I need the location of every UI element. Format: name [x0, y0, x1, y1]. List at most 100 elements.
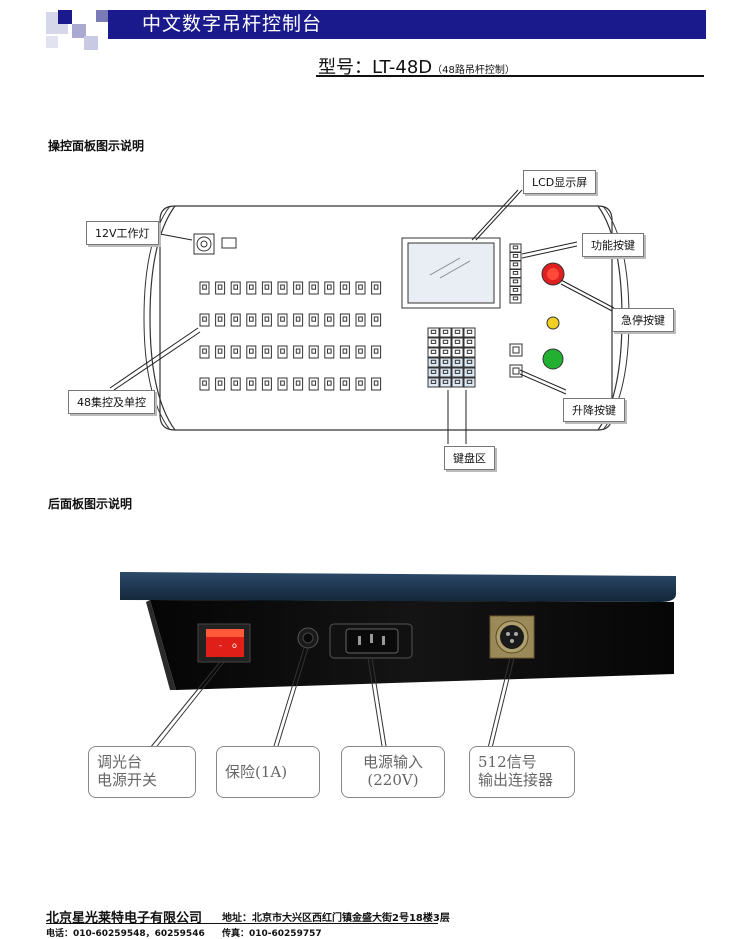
- channel-key: [230, 377, 241, 391]
- function-keys: [509, 243, 522, 304]
- channel-key: [199, 281, 210, 295]
- footer-divider: [46, 923, 438, 924]
- channel-key: [308, 377, 319, 391]
- rear-section-title: 后面板图示说明: [48, 497, 133, 511]
- channel-key: [371, 345, 382, 359]
- channel-key: [277, 313, 288, 327]
- power-inlet: [329, 623, 413, 659]
- channel-key: [293, 345, 304, 359]
- channel-key: [246, 313, 257, 327]
- keypad-key: [439, 377, 452, 388]
- channel-key: [339, 345, 350, 359]
- keypad-key: [427, 337, 440, 348]
- keypad-key: [451, 367, 464, 378]
- channel-key-grid: [199, 281, 382, 391]
- callout-lift-keys: 升降按键: [563, 398, 625, 422]
- channel-key: [246, 345, 257, 359]
- keypad-key: [463, 337, 476, 348]
- keypad-key: [439, 327, 452, 338]
- callout-power-input: 电源输入 (220V): [341, 746, 445, 798]
- channel-key: [355, 281, 366, 295]
- channel-key: [339, 313, 350, 327]
- keypad-key: [427, 367, 440, 378]
- footer-address: 地址：北京市大兴区西红门镇金盛大街2号18楼3层: [222, 913, 450, 924]
- channel-key: [261, 345, 272, 359]
- svg-text:-: -: [219, 641, 222, 650]
- front-leader-lines: [109, 189, 615, 444]
- footer-tel: 电话：010-60259548，60259546: [46, 929, 205, 939]
- callout-fuse: 保险(1A): [216, 746, 320, 798]
- rear-leader-lines: [149, 647, 515, 751]
- emergency-button-highlight: [547, 268, 559, 280]
- model-number: 型号：LT-48D: [318, 57, 433, 78]
- callout-lcd: LCD显示屏: [523, 170, 597, 194]
- channel-key: [246, 377, 257, 391]
- keypad-key: [463, 377, 476, 388]
- svg-text:o: o: [232, 641, 237, 650]
- keypad-key: [427, 327, 440, 338]
- callout-lamp: 12V工作灯: [86, 221, 159, 245]
- channel-key: [199, 377, 210, 391]
- console-lid: [120, 572, 676, 602]
- channel-key: [371, 281, 382, 295]
- keypad: [427, 327, 476, 388]
- channel-key: [230, 345, 241, 359]
- front-panel-diagram: [109, 189, 630, 444]
- keypad-key: [451, 347, 464, 358]
- callout-keypad: 键盘区: [444, 446, 495, 470]
- callout-function-keys: 功能按键: [582, 233, 644, 257]
- channel-key: [355, 345, 366, 359]
- keypad-key: [463, 347, 476, 358]
- callout-group-single: 48集控及单控: [68, 390, 155, 414]
- callout-dmx-output: 512信号 输出连接器: [469, 746, 575, 798]
- function-key: [509, 277, 522, 287]
- callout-power-input-line1: 电源输入: [362, 753, 423, 771]
- keypad-key: [439, 357, 452, 368]
- keypad-key: [451, 327, 464, 338]
- keypad-key: [451, 337, 464, 348]
- channel-key: [215, 345, 226, 359]
- function-key: [509, 294, 522, 304]
- channel-key: [293, 281, 304, 295]
- channel-key: [355, 377, 366, 391]
- keypad-key: [427, 347, 440, 358]
- keypad-key: [451, 377, 464, 388]
- rocker-switch: - o: [197, 623, 251, 663]
- channel-key: [293, 377, 304, 391]
- callout-emergency: 急停按键: [612, 308, 674, 332]
- channel-key: [371, 313, 382, 327]
- keypad-key: [427, 377, 440, 388]
- function-key: [509, 269, 522, 278]
- channel-key: [215, 313, 226, 327]
- channel-key: [324, 281, 335, 295]
- channel-key: [277, 345, 288, 359]
- footer-company: 北京星光莱特电子有限公司: [46, 911, 203, 926]
- channel-key: [324, 313, 335, 327]
- keypad-key: [463, 357, 476, 368]
- callout-dimmer-switch: 调光台 电源开关: [88, 746, 196, 798]
- channel-key: [215, 377, 226, 391]
- keypad-key: [451, 357, 464, 368]
- lamp-socket-icon: [193, 233, 215, 255]
- model-note: （48路吊杆控制）: [432, 65, 515, 76]
- callout-dmx-output-line2: 输出连接器: [478, 771, 554, 789]
- front-section-title: 操控面板图示说明: [48, 139, 145, 153]
- callout-dimmer-switch-line1: 调光台: [97, 753, 143, 771]
- header-bar: [108, 10, 706, 39]
- callout-dmx-output-line1: 512信号: [478, 753, 537, 771]
- channel-key: [277, 377, 288, 391]
- keypad-key: [463, 327, 476, 338]
- channel-key: [261, 313, 272, 327]
- keypad-key: [439, 347, 452, 358]
- channel-key: [308, 281, 319, 295]
- function-key: [509, 252, 522, 261]
- channel-key: [199, 313, 210, 327]
- channel-key: [261, 281, 272, 295]
- keypad-key: [439, 337, 452, 348]
- channel-key: [324, 377, 335, 391]
- small-switch-icon: [221, 237, 237, 249]
- channel-key: [277, 281, 288, 295]
- keypad-key: [439, 367, 452, 378]
- callout-fuse-text: 保险(1A): [225, 763, 288, 781]
- channel-key: [261, 377, 272, 391]
